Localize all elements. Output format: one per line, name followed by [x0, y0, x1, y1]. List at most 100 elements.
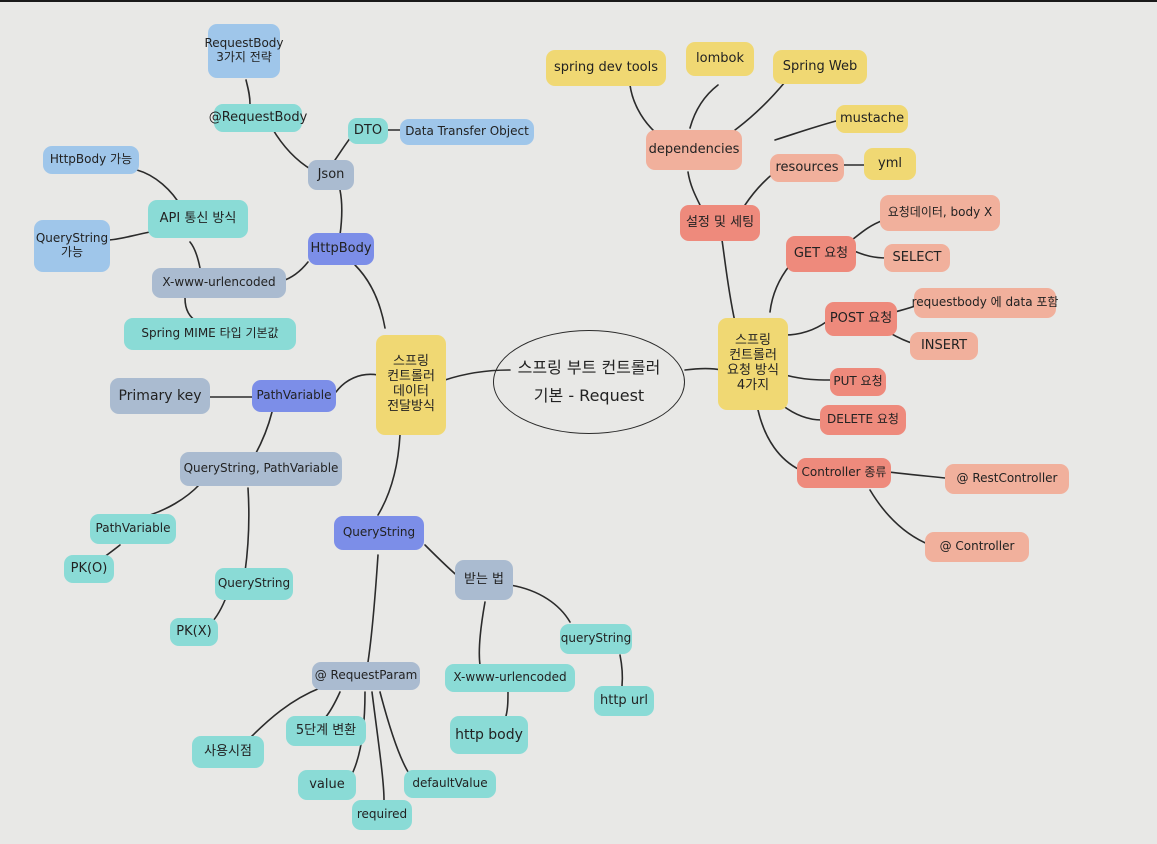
node-dto: DTO [348, 118, 388, 144]
right-hub-line1: 스프링 [735, 333, 771, 349]
node-mustache-label: mustache [839, 110, 905, 126]
node-receive-method: 받는 법 [455, 560, 513, 600]
node-httpbody-ok-label: HttpBody 가능 [49, 152, 133, 167]
node-json: Json [308, 160, 354, 190]
left-hub-line1: 스프링 [393, 354, 429, 370]
node-insert-label: INSERT [920, 337, 968, 353]
node-pk-x: PK(X) [170, 618, 218, 646]
link-rhub-settings [721, 239, 736, 323]
node-resources-label: resources [775, 159, 839, 175]
link-get-select [851, 249, 888, 259]
node-settings-label: 설정 및 세팅 [685, 214, 755, 230]
link-x-www-api [189, 241, 201, 269]
right-hub-line2: 컨트롤러 [729, 348, 777, 364]
node-usage-point: 사용시점 [192, 736, 264, 768]
node-pathvariable-label: PathVariable [256, 388, 332, 403]
link-receive-querystring3 [509, 584, 571, 623]
node-dependencies-label: dependencies [648, 141, 740, 157]
link-json-at-requestbody [271, 127, 313, 171]
node-requestbody-3-l1: RequestBody [204, 36, 284, 51]
right-hub-request-methods: 스프링 컨트롤러 요청 방식 4가지 [718, 318, 788, 410]
node-pk-o-label: PK(O) [70, 560, 108, 576]
node-receive-method-label: 받는 법 [463, 571, 504, 587]
node-data-transfer-object: Data Transfer Object [400, 119, 534, 145]
node-x-www-urlencoded-2-label: X-www-urlencoded [453, 670, 567, 685]
link-requestparam-usage [249, 687, 321, 739]
node-primary-key: Primary key [110, 378, 210, 414]
node-resources: resources [770, 154, 844, 182]
node-spring-dev-tools: spring dev tools [546, 50, 666, 86]
node-requestbody-3-l2: 3가지 전략 [216, 50, 272, 64]
center-topic: 스프링 부트 컨트롤러 기본 - Request [493, 330, 685, 434]
node-spring-dev-tools-label: spring dev tools [553, 59, 659, 75]
node-delete-request-label: DELETE 요청 [827, 412, 899, 427]
link-controller-restcontroller [887, 471, 946, 479]
link-dependencies-mustache [774, 119, 841, 141]
node-http-body: http body [450, 716, 528, 754]
node-get-params-no-body-label: 요청데이터, body X [887, 205, 993, 220]
node-select: SELECT [884, 244, 950, 272]
node-pathvariable-2: PathVariable [90, 514, 176, 544]
node-http-body-label: http body [455, 726, 523, 743]
link-settings-dependencies [687, 171, 701, 206]
node-restcontroller: @ RestController [945, 464, 1069, 494]
link-rhub-get [769, 264, 791, 313]
node-querystring-main: QueryString [334, 516, 424, 550]
node-required: required [352, 800, 412, 830]
node-yml-label: yml [878, 155, 902, 171]
link-qs-pv-pathvariable2 [149, 483, 201, 516]
node-querystring-3-label: queryString [560, 631, 632, 646]
link-rhub-put [784, 374, 831, 381]
node-spring-web: Spring Web [773, 50, 867, 84]
node-get-request-label: GET 요청 [793, 245, 849, 261]
center-topic-line1: 스프링 부트 컨트롤러 [517, 357, 661, 377]
node-restcontroller-label: @ RestController [956, 471, 1058, 486]
node-value-label: value [309, 776, 345, 792]
link-httpbody-json [339, 189, 343, 236]
node-spring-mime-default: Spring MIME 타입 기본값 [124, 318, 296, 350]
node-post-request-label: POST 요청 [829, 310, 893, 326]
link-querystring3-httpurl [619, 654, 624, 687]
link-requestparam-required [371, 691, 385, 801]
node-mustache: mustache [836, 105, 908, 133]
node-default-value-label: defaultValue [412, 776, 488, 791]
node-delete-request: DELETE 요청 [820, 405, 906, 435]
node-httpbody: HttpBody [308, 233, 374, 265]
link-x-www2-httpbody2 [505, 689, 509, 717]
link-receive-x-www2 [478, 601, 486, 666]
node-post-request: POST 요청 [825, 302, 897, 336]
node-at-requestbody-label: @RequestBody [208, 109, 308, 125]
node-x-www-urlencoded-label: X-www-urlencoded [162, 275, 276, 290]
node-value: value [298, 770, 356, 800]
node-querystring-3: queryString [560, 624, 632, 654]
node-lombok: lombok [686, 42, 754, 76]
left-hub-line4: 전달방식 [387, 398, 435, 414]
node-select-label: SELECT [892, 249, 942, 265]
node-pathvariable-2-label: PathVariable [95, 521, 171, 536]
node-5-step-conversion-label: 5단계 변환 [295, 722, 357, 738]
node-querystring-ok-l2: 가능 [60, 245, 84, 259]
right-hub-line3: 요청 방식 [727, 363, 779, 378]
node-get-params-no-body: 요청데이터, body X [880, 195, 1000, 231]
left-hub-line3: 데이터 [393, 384, 429, 399]
node-x-www-urlencoded: X-www-urlencoded [152, 268, 286, 298]
node-http-url-label: http url [600, 692, 649, 708]
node-usage-point-label: 사용시점 [204, 743, 252, 759]
link-lhub-querystring [377, 434, 401, 516]
node-httpbody-ok: HttpBody 가능 [43, 146, 139, 174]
link-rhub-post [784, 321, 827, 336]
link-api-querystring-ok [107, 231, 151, 241]
center-topic-line2: 기본 - Request [533, 386, 645, 405]
link-dependencies-devtools [629, 84, 656, 133]
node-insert: INSERT [910, 332, 978, 360]
node-get-request: GET 요청 [786, 236, 856, 272]
node-data-transfer-object-label: Data Transfer Object [405, 124, 529, 139]
node-querystring-pathvariable-label: QueryString, PathVariable [183, 461, 339, 476]
top-border [0, 0, 1157, 2]
node-lombok-label: lombok [696, 50, 744, 66]
node-pk-o: PK(O) [64, 555, 114, 583]
left-hub-data-transfer: 스프링 컨트롤러 데이터 전달방식 [376, 335, 446, 435]
node-requestbody-data-label: requestbody 에 data 포함 [911, 295, 1059, 310]
link-requestparam-steps5 [324, 691, 341, 719]
